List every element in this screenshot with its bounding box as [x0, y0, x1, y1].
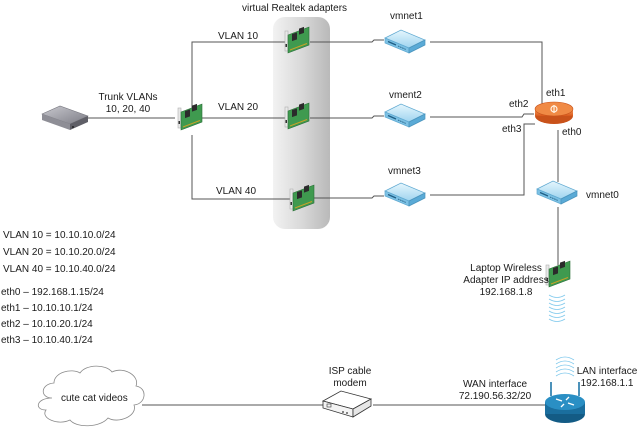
- router-wireless-signal-icon: [555, 356, 575, 377]
- modem-label-line1: ISP cable: [328, 366, 372, 377]
- server-device: [41, 105, 89, 130]
- modem-label-line2: modem: [333, 378, 367, 389]
- vmnet1-label: vmnet1: [390, 11, 423, 22]
- eth1-label: eth1: [546, 88, 566, 99]
- wan-interface-ip: 72.190.56.32/20: [458, 391, 532, 402]
- eth3-label: eth3: [502, 124, 522, 135]
- lan-interface-line1: LAN interface: [576, 366, 638, 377]
- subnet-legend: VLAN 10 = 10.10.10.0/24 VLAN 20 = 10.10.…: [3, 230, 116, 276]
- wifi-router-icon: [545, 382, 585, 423]
- eth2-label: eth2: [509, 99, 529, 110]
- vmnet3-label: vmnet3: [388, 166, 421, 177]
- eth0-label: eth0: [562, 127, 582, 138]
- interface-legend-item: eth1 – 10.10.10.1/24: [1, 303, 93, 314]
- trunk-label-line2: 10, 20, 40: [105, 104, 151, 115]
- links: [87, 39, 559, 406]
- adapter1-vmnet1-link: [310, 39, 384, 43]
- laptop-adapter-line2: Adapter IP address: [463, 275, 549, 286]
- adapter3-vmnet3-link: [313, 195, 384, 199]
- modem-label: ISP cable modem: [320, 366, 380, 390]
- subnet-legend-item: VLAN 20 = 10.10.20.0/24: [3, 247, 116, 258]
- vmnet0-switch-icon: [536, 180, 578, 205]
- laptop-adapter-ip: 192.168.1.8: [479, 287, 533, 298]
- trunk-label-line1: Trunk VLANs: [98, 92, 158, 103]
- vmnet0-label: vmnet0: [586, 190, 619, 201]
- wan-interface-line1: WAN interface: [462, 379, 528, 390]
- adapter2-vment2-link: [310, 115, 384, 119]
- adapters-panel-title: virtual Realtek adapters: [242, 3, 348, 14]
- vlan10-link: [191, 41, 285, 110]
- interface-legend: eth0 – 192.168.1.15/24 eth1 – 10.10.10.1…: [1, 287, 104, 347]
- interface-legend-item: eth3 – 10.10.40.1/24: [1, 335, 93, 346]
- cloud-label: cute cat videos: [61, 393, 128, 404]
- vmnet1-switch-icon: [384, 29, 426, 54]
- vlan10-label: VLAN 10: [218, 31, 259, 42]
- vlan40-label: VLAN 40: [216, 186, 257, 197]
- vment2-eth2-link: [430, 113, 534, 118]
- vmnet1-eth1-link: [430, 41, 543, 106]
- wan-interface-label: WAN interface 72.190.56.32/20: [450, 379, 540, 403]
- interface-legend-item: eth0 – 192.168.1.15/24: [1, 287, 104, 298]
- cable-modem-icon: [321, 390, 373, 418]
- interface-legend-item: eth2 – 10.10.20.1/24: [1, 319, 93, 330]
- vmnet3-eth3-link: [430, 123, 535, 196]
- subnet-legend-item: VLAN 40 = 10.10.40.0/24: [3, 264, 116, 275]
- trunk-nic-icon: [177, 103, 203, 131]
- core-router-icon: [534, 101, 574, 124]
- lan-interface-label: LAN interface 192.168.1.1: [574, 366, 640, 390]
- subnet-legend-item: VLAN 10 = 10.10.10.0/24: [3, 230, 116, 241]
- vment2-switch-icon: [384, 103, 426, 128]
- vlan20-label: VLAN 20: [218, 102, 259, 113]
- internet-cloud-icon: [38, 365, 145, 427]
- vment2-label: vment2: [389, 90, 422, 101]
- laptop-adapter-label: Laptop Wireless Adapter IP address 192.1…: [446, 263, 566, 299]
- vlan40-link: [191, 135, 290, 200]
- trunk-label: Trunk VLANs 10, 20, 40: [88, 92, 168, 116]
- vmnet3-switch-icon: [384, 182, 426, 207]
- lan-interface-ip: 192.168.1.1: [580, 378, 634, 389]
- laptop-wireless-signal-icon: [548, 294, 566, 322]
- laptop-adapter-line1: Laptop Wireless: [470, 263, 542, 274]
